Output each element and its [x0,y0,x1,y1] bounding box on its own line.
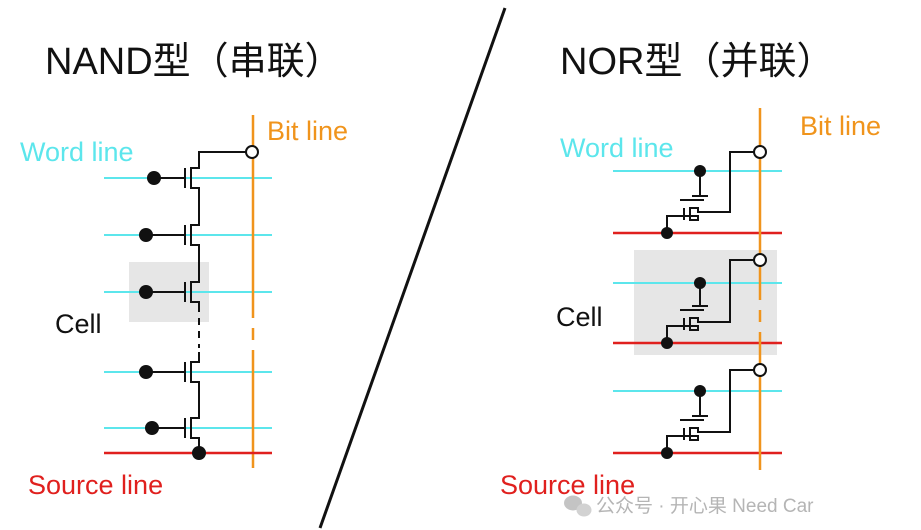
nor-nodes [661,165,706,459]
nand-series-chain [148,151,246,452]
nand-word-line-label: Word line [20,137,134,167]
nor-source-line-label: Source line [500,470,635,500]
nor-cell-label: Cell [556,302,603,332]
nor-panel: NOR型（并联） [500,41,881,500]
watermark: 公众号 · 开心果 Need Car [564,495,814,517]
nand-panel: NAND型（串联） [20,41,348,500]
wechat-icon [564,495,592,517]
nor-cell-3 [666,369,760,453]
nor-bit-contacts [753,145,767,377]
nand-source-line-label: Source line [28,470,163,500]
panel-divider [318,7,507,529]
nor-cell-highlight [634,250,777,355]
nand-gate-nodes [139,171,206,460]
nor-source-lines [613,231,782,455]
nor-cell-1 [666,151,760,233]
nand-title: NAND型（串联） [45,41,343,83]
nand-bit-contact [245,145,259,159]
nand-bit-line-label: Bit line [267,116,348,146]
nor-bit-line-label: Bit line [800,111,881,141]
nor-word-line-label: Word line [560,133,674,163]
nand-cell-label: Cell [55,309,102,339]
nor-cell-2 [666,259,760,343]
nand-word-lines [104,177,272,429]
watermark-text: 公众号 · 开心果 Need Car [596,495,814,517]
nor-title: NOR型（并联） [560,41,834,83]
